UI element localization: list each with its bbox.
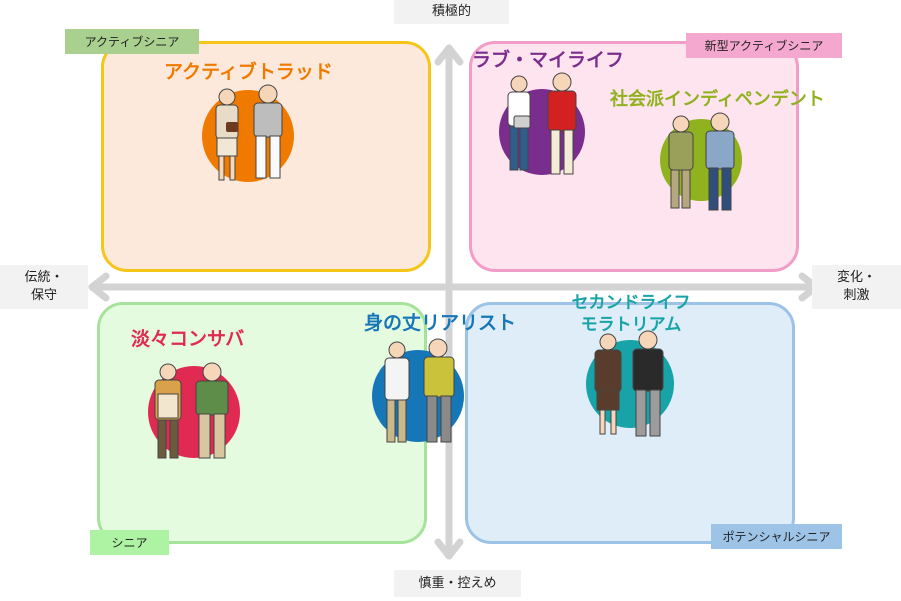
tag-potential-senior: ポテンシャルシニア: [711, 524, 842, 549]
illustration-love-my-life: [496, 70, 591, 185]
illustration-mino-take-realist: [370, 338, 470, 448]
segment-title-mino-take-realist: 身の丈リアリスト: [364, 308, 516, 335]
tag-new-active-senior: 新型アクティブシニア: [686, 33, 842, 58]
axis-label-left-line2: 保守: [31, 287, 57, 305]
tag-senior: シニア: [90, 530, 169, 555]
axis-label-right: 変化・ 刺激: [812, 265, 901, 309]
axis-label-bottom: 慎重・控えめ: [394, 570, 521, 597]
illustration-tanntan-consaba: [146, 360, 246, 465]
axis-label-right-line2: 刺激: [843, 287, 869, 305]
illustration-social-independent: [658, 110, 748, 220]
segment-title-social-independent: 社会派インディペンデント: [610, 85, 825, 111]
tag-active-senior: アクティブシニア: [65, 29, 199, 54]
segment-title-second-life-line1: セカンドライフ: [566, 292, 696, 314]
axis-label-top: 積極的: [394, 0, 509, 24]
segment-title-love-my-life: ラブ・マイライフ: [472, 45, 624, 72]
axis-label-left-line1: 伝統・: [24, 269, 63, 287]
illustration-second-life: [586, 330, 686, 440]
segment-title-tanntan-consaba: 淡々コンサバ: [131, 324, 244, 351]
axis-label-left: 伝統・ 保守: [0, 265, 88, 309]
illustration-active-trad: [196, 80, 316, 190]
axis-label-right-line1: 変化・: [837, 269, 876, 287]
